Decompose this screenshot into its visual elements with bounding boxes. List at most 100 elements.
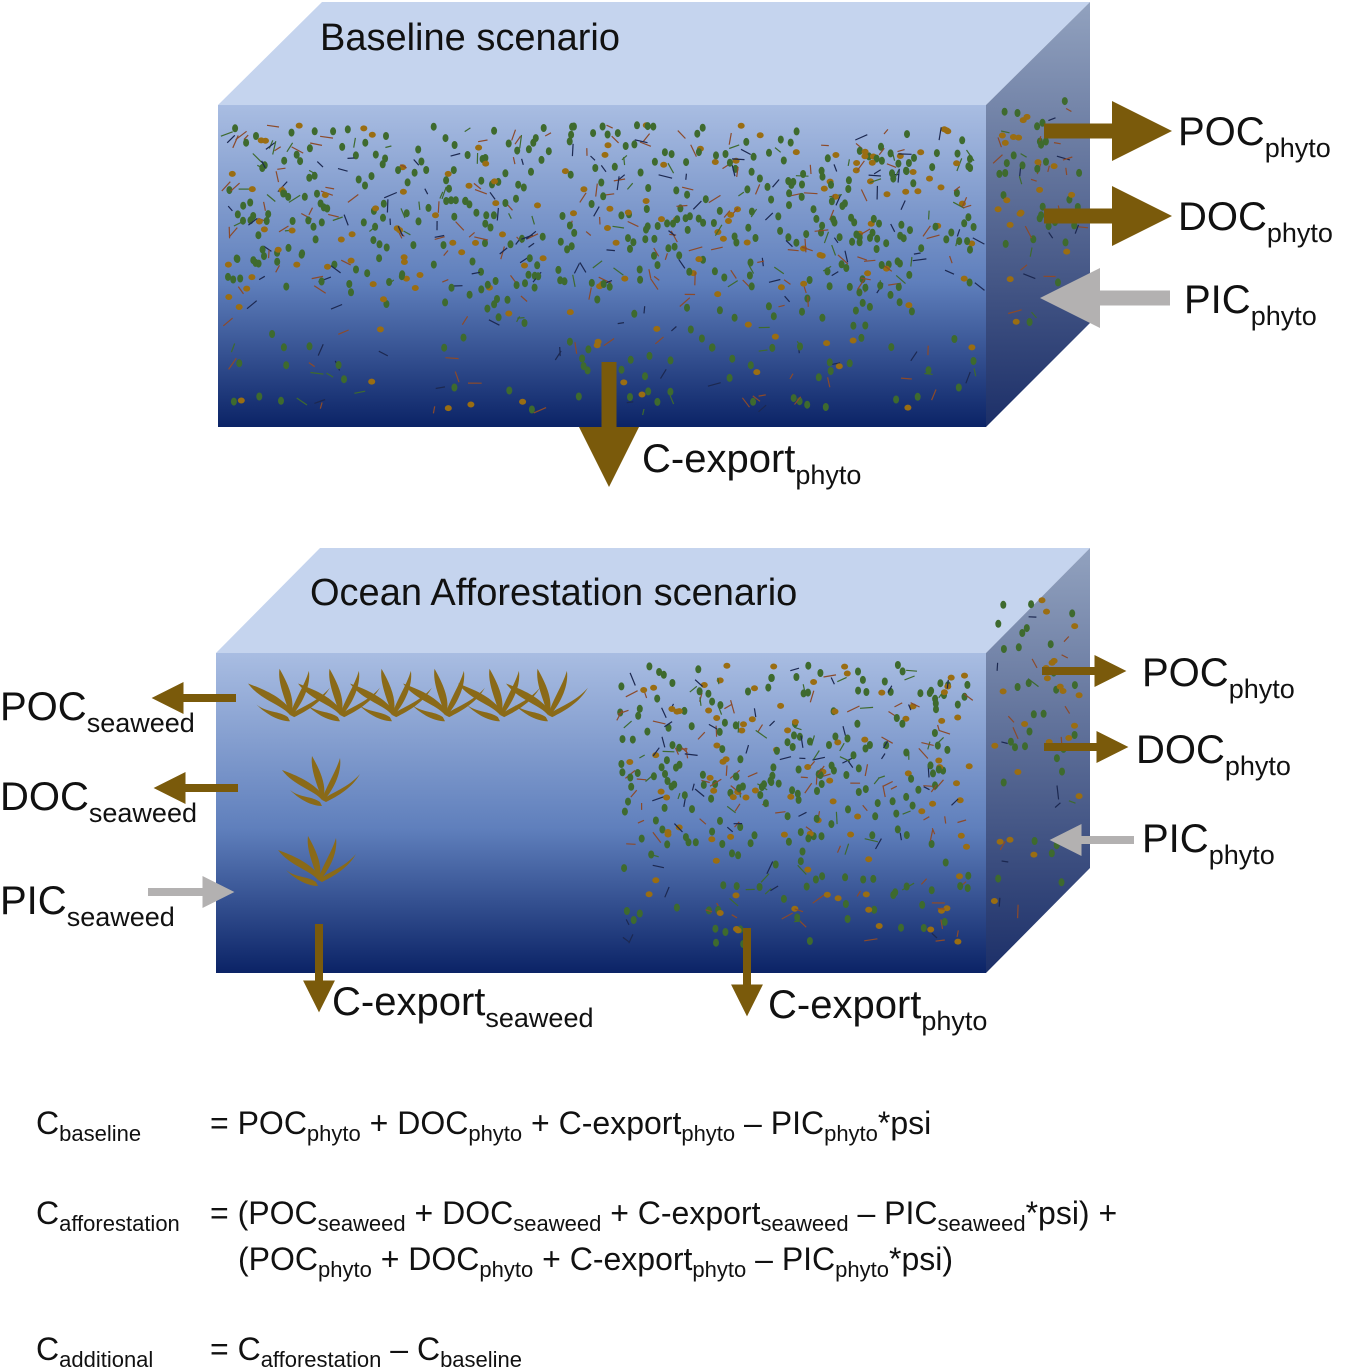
plankton-particle <box>777 227 783 235</box>
plankton-particle <box>793 149 800 155</box>
plankton-particle <box>839 202 845 210</box>
plankton-particle <box>1072 731 1078 739</box>
plankton-particle <box>1000 688 1007 694</box>
plankton-particle <box>478 285 484 293</box>
plankton-particle <box>238 398 245 404</box>
plankton-particle <box>712 159 719 165</box>
plankton-particle <box>899 720 905 728</box>
equation-term: + C-export <box>533 1241 692 1277</box>
plankton-particle <box>441 241 447 249</box>
plankton-particle <box>817 771 823 779</box>
plankton-particle <box>775 212 781 220</box>
plankton-particle <box>395 166 401 174</box>
plankton-particle <box>847 359 853 367</box>
plankton-particle <box>898 221 904 229</box>
plankton-particle <box>1022 742 1028 750</box>
plankton-particle <box>845 735 851 743</box>
plankton-particle <box>710 788 717 794</box>
plankton-particle <box>869 160 876 166</box>
plankton-particle <box>814 787 820 795</box>
plankton-particle <box>819 780 825 788</box>
equation-subscript: phyto <box>307 1121 361 1146</box>
plankton-particle <box>569 123 575 131</box>
plankton-particle <box>726 765 727 775</box>
plankton-particle <box>625 210 632 216</box>
plankton-particle <box>513 195 519 203</box>
plankton-particle <box>722 928 728 936</box>
plankton-particle <box>938 718 945 724</box>
seaweed-poc-label: POCseaweed <box>0 685 195 738</box>
plankton-particle <box>935 742 941 750</box>
plankton-particle <box>770 664 777 670</box>
plankton-particle <box>870 875 876 883</box>
plankton-particle <box>796 766 802 774</box>
plankton-particle <box>804 401 810 409</box>
equation-term: = C <box>210 1331 261 1367</box>
plankton-particle <box>570 210 577 216</box>
plankton-particle <box>696 148 702 156</box>
plankton-particle <box>673 764 679 772</box>
plankton-particle <box>618 760 624 768</box>
plankton-particle <box>935 758 942 764</box>
plankton-particle <box>630 736 636 744</box>
plankton-particle <box>571 229 577 237</box>
plankton-particle <box>662 770 668 778</box>
plankton-particle <box>748 361 754 369</box>
plankton-particle <box>628 783 634 791</box>
plankton-particle <box>717 728 723 736</box>
plankton-particle <box>294 151 300 159</box>
plankton-particle <box>923 786 932 787</box>
plankton-particle <box>788 139 794 147</box>
plankton-particle <box>384 244 390 252</box>
plankton-particle <box>1000 601 1006 609</box>
plankton-particle <box>964 681 970 689</box>
plankton-particle <box>907 226 913 234</box>
plankton-particle <box>1034 122 1040 130</box>
plankton-particle <box>751 153 757 161</box>
plankton-particle <box>798 828 804 836</box>
plankton-particle <box>904 130 910 138</box>
plankton-particle <box>635 769 641 777</box>
plankton-particle <box>528 168 534 176</box>
plankton-particle <box>941 689 948 695</box>
plankton-particle <box>449 284 455 292</box>
plankton-particle <box>759 783 765 791</box>
plankton-particle <box>860 676 866 684</box>
plankton-particle <box>473 209 479 217</box>
plankton-particle <box>1031 710 1037 718</box>
plankton-particle <box>306 174 312 182</box>
plankton-particle <box>738 721 739 732</box>
plankton-particle <box>757 791 763 799</box>
plankton-particle <box>336 361 342 369</box>
plankton-particle <box>743 795 750 801</box>
equation-term: = (POC <box>210 1195 318 1231</box>
plankton-particle <box>322 192 329 198</box>
plankton-particle <box>1016 643 1022 651</box>
plankton-particle <box>253 132 259 140</box>
plankton-particle <box>669 150 675 158</box>
plankton-particle <box>449 240 456 246</box>
plankton-particle <box>622 808 628 816</box>
plankton-particle <box>655 261 661 269</box>
plankton-particle <box>721 274 727 282</box>
equation-subscript: seaweed <box>760 1211 848 1236</box>
plankton-particle <box>776 780 782 788</box>
plankton-particle <box>567 222 573 230</box>
plankton-particle <box>971 223 977 231</box>
plankton-particle <box>763 799 769 807</box>
plankton-particle <box>869 831 875 839</box>
plankton-particle <box>955 150 961 158</box>
plankton-particle <box>689 805 695 813</box>
plankton-particle <box>269 250 270 258</box>
plankton-particle <box>567 338 573 346</box>
aff-phyto-export-label: C-exportphyto <box>768 983 987 1036</box>
plankton-particle <box>567 137 573 145</box>
equation-term: = POC <box>210 1105 307 1141</box>
plankton-particle <box>808 296 809 307</box>
plankton-particle <box>515 181 521 189</box>
plankton-particle <box>851 751 857 759</box>
plankton-particle <box>248 274 255 280</box>
plankton-particle <box>628 356 634 364</box>
plankton-particle <box>634 121 640 129</box>
plankton-particle <box>909 307 915 315</box>
